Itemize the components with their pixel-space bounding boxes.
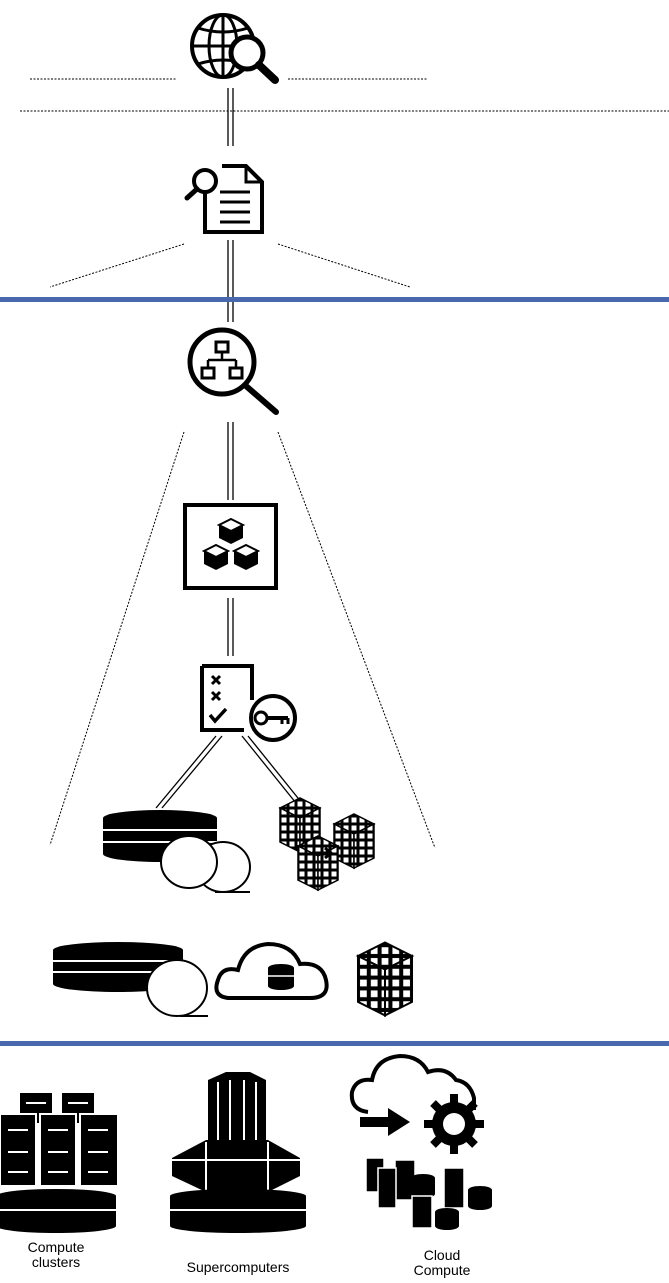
supercomputers-label-text: Supercomputers xyxy=(168,1260,308,1275)
storage-tape-icon xyxy=(53,942,208,1016)
cube-cluster-icon xyxy=(185,505,276,588)
cloud-database-icon xyxy=(216,944,326,998)
compute-clusters-label-line2: clusters xyxy=(0,1255,112,1270)
network-search-icon xyxy=(190,330,276,412)
supercomputer-icon xyxy=(170,1072,306,1233)
compute-clusters-icon xyxy=(0,1093,118,1233)
document-search-icon xyxy=(187,166,262,232)
storage-tape-icon xyxy=(103,810,250,892)
data-cubes-icon xyxy=(280,798,374,890)
supercomputers-label: Supercomputers xyxy=(168,1260,308,1275)
cloud-compute-label-line2: Compute xyxy=(400,1263,484,1278)
cloud-compute-label: Cloud Compute xyxy=(400,1248,484,1278)
checklist-key-icon xyxy=(202,666,295,740)
compute-clusters-label: Compute clusters xyxy=(0,1240,112,1270)
tier-divider xyxy=(0,297,669,302)
data-cube-icon xyxy=(358,943,412,1016)
cloud-compute-icon xyxy=(352,1056,492,1230)
globe-search-icon xyxy=(192,15,275,80)
tier-divider xyxy=(0,1041,669,1046)
dashed-guides xyxy=(20,79,669,848)
compute-clusters-label-line1: Compute xyxy=(0,1240,112,1255)
cloud-compute-label-line1: Cloud xyxy=(400,1248,484,1263)
